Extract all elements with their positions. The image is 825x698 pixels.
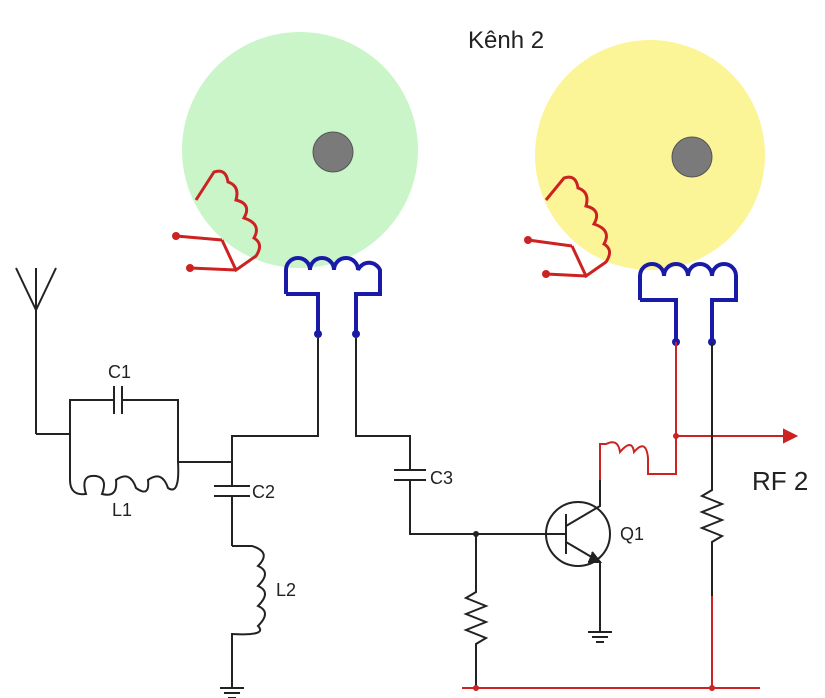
l1-inductor <box>69 434 232 496</box>
left-node-wiring <box>214 338 319 546</box>
c3-capacitor <box>355 338 546 535</box>
channel-label: Kênh 2 <box>468 27 544 54</box>
transistor-q1 <box>545 480 611 632</box>
yellow-disk-hub <box>671 136 713 178</box>
ground-icon-right <box>588 631 612 643</box>
right-resistor <box>699 342 725 596</box>
yellow-disk <box>535 40 765 270</box>
l2-label: L2 <box>276 580 296 600</box>
c1-label: C1 <box>108 362 131 382</box>
bottom-rail <box>462 596 760 691</box>
l2-inductor <box>231 545 266 688</box>
base-resistor <box>463 531 489 688</box>
q1-label: Q1 <box>620 524 644 544</box>
rf-output-line <box>673 428 799 444</box>
blue-coil-left <box>284 256 382 338</box>
red-coil-right <box>524 175 611 279</box>
l1-label: L1 <box>112 500 132 520</box>
antenna-icon <box>15 267 57 434</box>
c3-label: C3 <box>430 468 453 488</box>
red-coil-left <box>172 169 261 273</box>
green-disk <box>182 32 418 268</box>
c1-capacitor <box>36 386 179 462</box>
ground-icon-left <box>220 687 244 698</box>
c2-label: C2 <box>252 482 275 502</box>
rf-output-label: RF 2 <box>752 466 808 496</box>
blue-coil-right <box>638 262 738 346</box>
green-disk-hub <box>312 131 354 173</box>
collector-inductor <box>599 342 677 480</box>
